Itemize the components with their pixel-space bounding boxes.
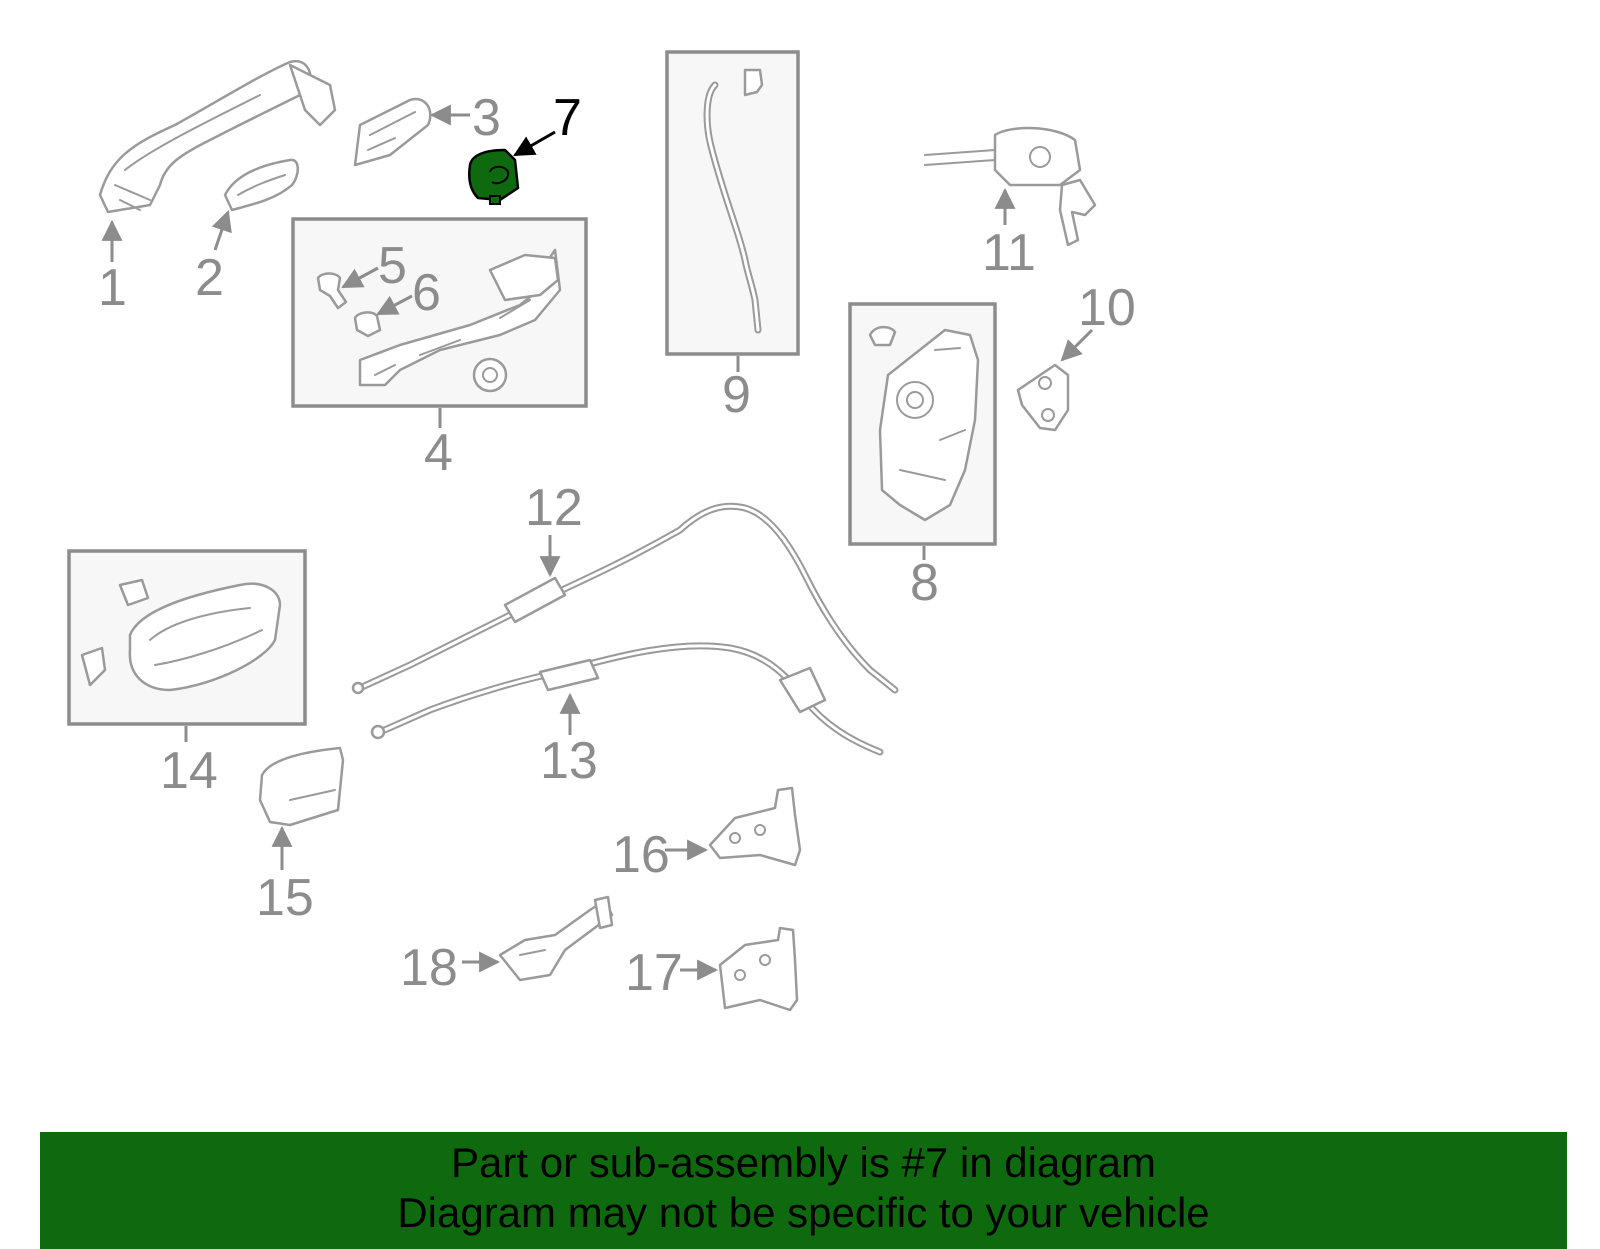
callout-3: 3 (472, 89, 501, 147)
box-9-rod (665, 50, 800, 356)
part-16-upper-hinge (708, 786, 802, 867)
callout-12: 12 (525, 479, 583, 537)
callout-5: 5 (378, 237, 407, 295)
callout-4: 4 (424, 424, 453, 482)
part-7-highlighted (468, 148, 520, 205)
banner-line-2: Diagram may not be specific to your vehi… (397, 1189, 1210, 1236)
callout-1: 1 (98, 259, 127, 317)
part-13-cable (370, 642, 884, 756)
callout-17: 17 (625, 944, 683, 1002)
callout-15: 15 (256, 869, 314, 927)
callout-8: 8 (910, 554, 939, 612)
callout-14: 14 (160, 742, 218, 800)
part-14-inner-handle (80, 578, 282, 692)
info-banner: Part or sub-assembly is #7 in diagram Di… (40, 1132, 1567, 1249)
callout-10: 10 (1078, 279, 1136, 337)
part-6-nut (353, 311, 382, 338)
banner-line-1: Part or sub-assembly is #7 in diagram (451, 1139, 1156, 1186)
part-18-door-checker (498, 895, 614, 982)
part-17-lower-hinge (718, 926, 799, 1012)
part-5-screw (316, 272, 348, 310)
part-11-lock-cylinder (924, 126, 1097, 247)
callout-6: 6 (412, 264, 441, 322)
part-8-latch (868, 325, 980, 522)
part-2-handle-gasket (223, 158, 299, 212)
part-12-cable (351, 502, 899, 695)
callout-9: 9 (722, 366, 751, 424)
callout-13: 13 (540, 732, 598, 790)
part-3-cover-gasket (353, 97, 432, 167)
part-15-bezel (258, 746, 345, 827)
parts-diagram: 1 2 3 7 5 6 4 (67, 50, 1136, 1012)
part-10-striker (1016, 363, 1070, 432)
callout-2: 2 (195, 249, 224, 307)
callout-16: 16 (612, 826, 670, 884)
part-9-rod (703, 68, 764, 334)
callout-18: 18 (400, 939, 458, 997)
part-1-outer-handle (98, 59, 337, 214)
callout-11: 11 (982, 224, 1036, 282)
callout-7: 7 (553, 89, 582, 147)
part-4-handle-base (358, 248, 562, 393)
